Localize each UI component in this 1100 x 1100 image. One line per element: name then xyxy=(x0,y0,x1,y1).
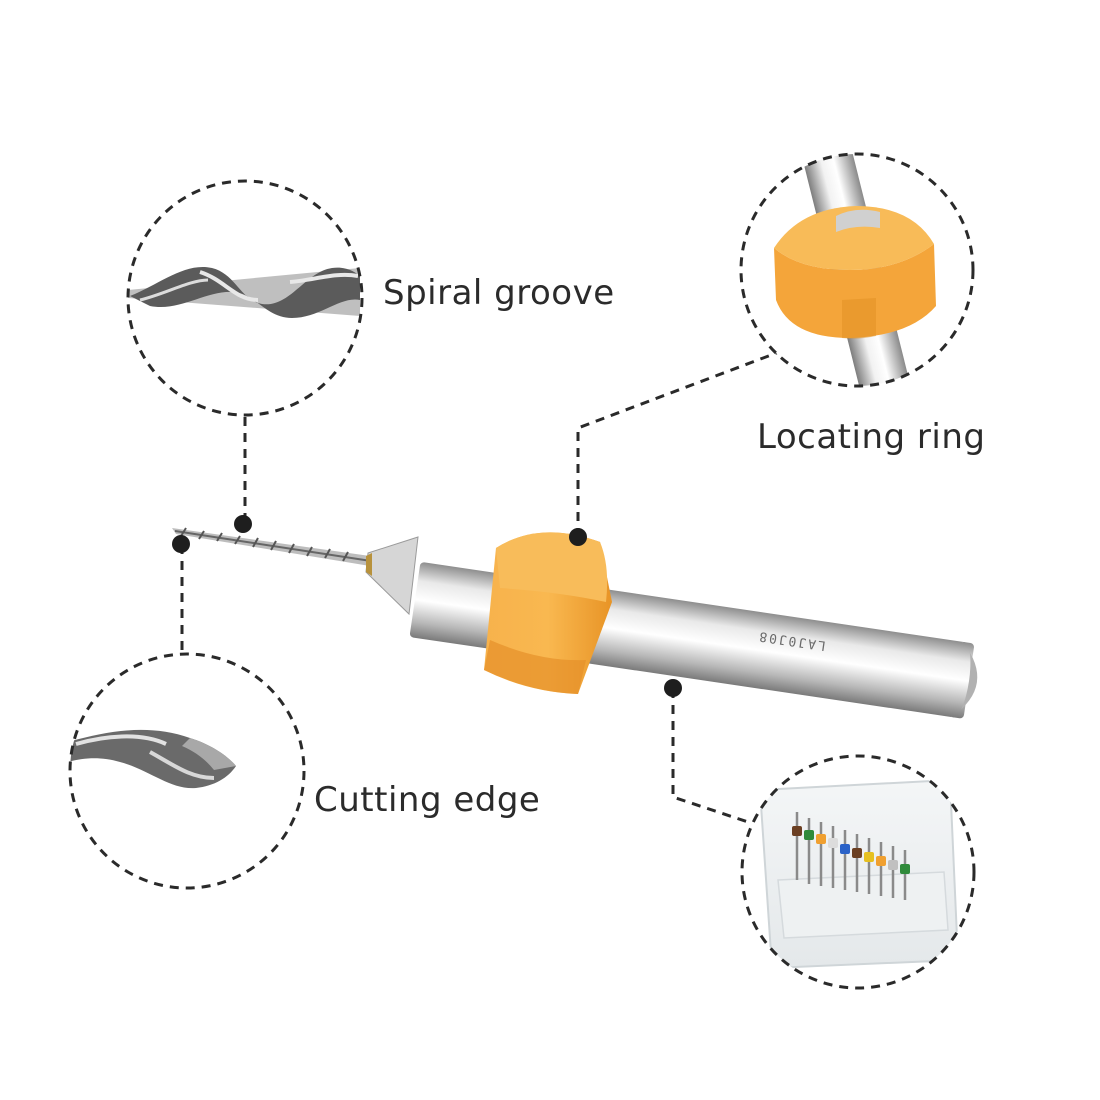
leader-dots xyxy=(172,515,682,697)
locating-ring-circle xyxy=(739,152,975,388)
drill-kit-callout xyxy=(740,754,976,990)
locating-ring xyxy=(484,532,612,694)
leader-dot-kit xyxy=(664,679,682,697)
drill-bit-set-box-icon xyxy=(742,756,974,988)
leader-kit xyxy=(671,689,749,824)
spiral-groove-label: Spiral groove xyxy=(383,273,615,313)
drill-kit-circle xyxy=(740,754,976,990)
spiral-groove-circle xyxy=(126,179,364,417)
cutting-edge-circle xyxy=(68,652,306,890)
spiral-groove-callout xyxy=(126,179,364,417)
leader-dot-cutting xyxy=(172,535,190,553)
drill-tip-closeup-icon xyxy=(70,654,304,888)
drill-bit: LAJ0J08 xyxy=(172,527,978,719)
leader-dot-ring xyxy=(569,528,587,546)
drill-flute-closeup-icon xyxy=(128,181,362,415)
cutting-edge-label: Cutting edge xyxy=(314,780,541,820)
leader-lines xyxy=(180,350,780,824)
drill-flute xyxy=(172,527,372,566)
leader-dot-spiral xyxy=(234,515,252,533)
orange-ring-closeup-icon xyxy=(741,154,973,386)
cutting-edge-callout xyxy=(68,652,306,890)
locating-ring-callout xyxy=(739,152,975,388)
locating-ring-label: Locating ring xyxy=(757,417,986,457)
drill-taper xyxy=(365,536,419,616)
leader-ring xyxy=(576,350,780,537)
